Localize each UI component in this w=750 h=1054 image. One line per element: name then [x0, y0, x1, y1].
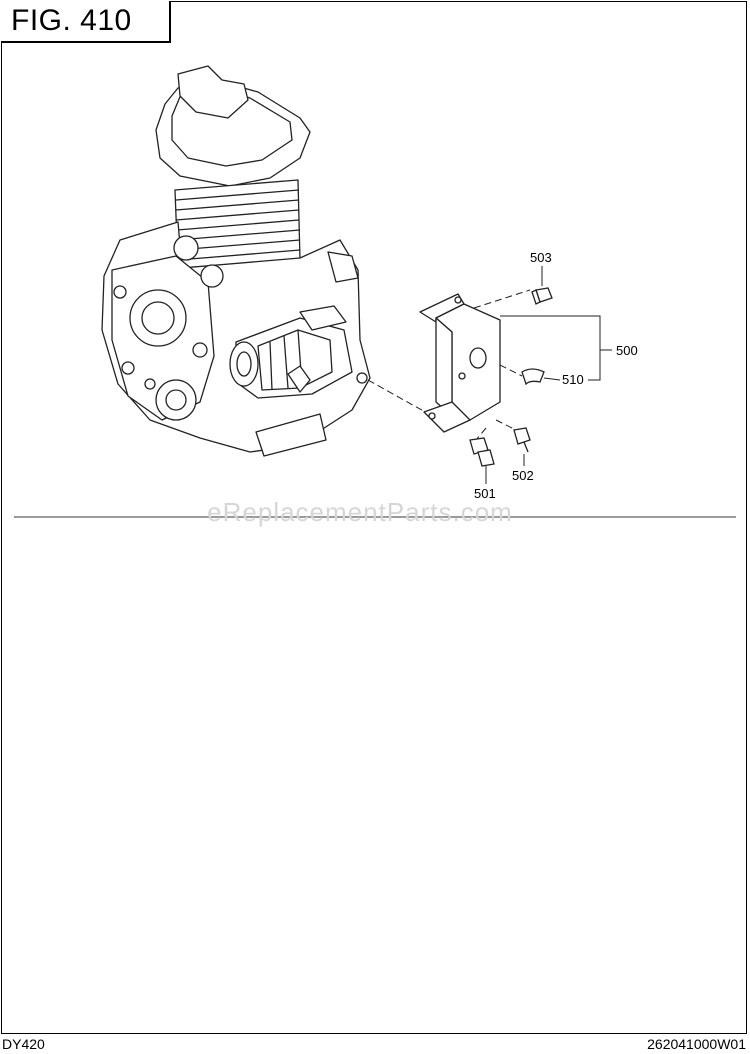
- leader-lines: [485, 266, 612, 484]
- engine-illustration: [101, 65, 371, 457]
- callout-500: 500: [616, 343, 638, 358]
- diagram-frame: [1, 1, 747, 1034]
- callout-501: 501: [474, 486, 496, 501]
- drawing-code: 262041000W01: [647, 1036, 746, 1052]
- callout-503: 503: [530, 250, 552, 265]
- clip-510: [521, 368, 545, 386]
- callout-510: 510: [562, 372, 584, 387]
- figure-title-box: FIG. 410: [1, 1, 171, 43]
- model-number: DY420: [2, 1036, 45, 1052]
- section-divider: [14, 516, 736, 518]
- figure-title: FIG. 410: [11, 4, 132, 37]
- starter-bracket: [419, 293, 501, 433]
- callout-502: 502: [512, 468, 534, 483]
- bolt-503: [531, 287, 553, 305]
- bolt-501: [469, 437, 495, 467]
- bolt-502: [513, 427, 531, 453]
- watermark: eReplacementParts.com: [207, 497, 513, 527]
